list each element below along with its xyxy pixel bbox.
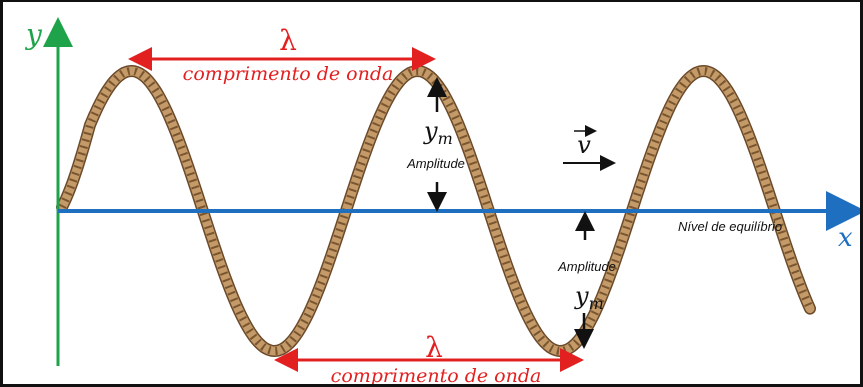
amplitude-bottom-label: Amplitude	[557, 259, 616, 274]
equilibrium-label: Nível de equilíbrio	[678, 219, 782, 234]
wavelength-top-label: comprimento de onda	[183, 63, 394, 85]
y-axis-label: y	[24, 18, 43, 51]
x-axis-label: x	[838, 223, 853, 253]
wavelength-bottom-label: comprimento de onda	[331, 365, 542, 387]
lambda-bottom-label: λ	[425, 331, 443, 364]
lambda-top-label: λ	[279, 24, 297, 57]
ym-top-label: ym	[423, 117, 453, 148]
ym-bottom-label: ym	[574, 282, 604, 313]
velocity-label: v	[577, 131, 591, 159]
amplitude-top-label: Amplitude	[406, 156, 465, 171]
